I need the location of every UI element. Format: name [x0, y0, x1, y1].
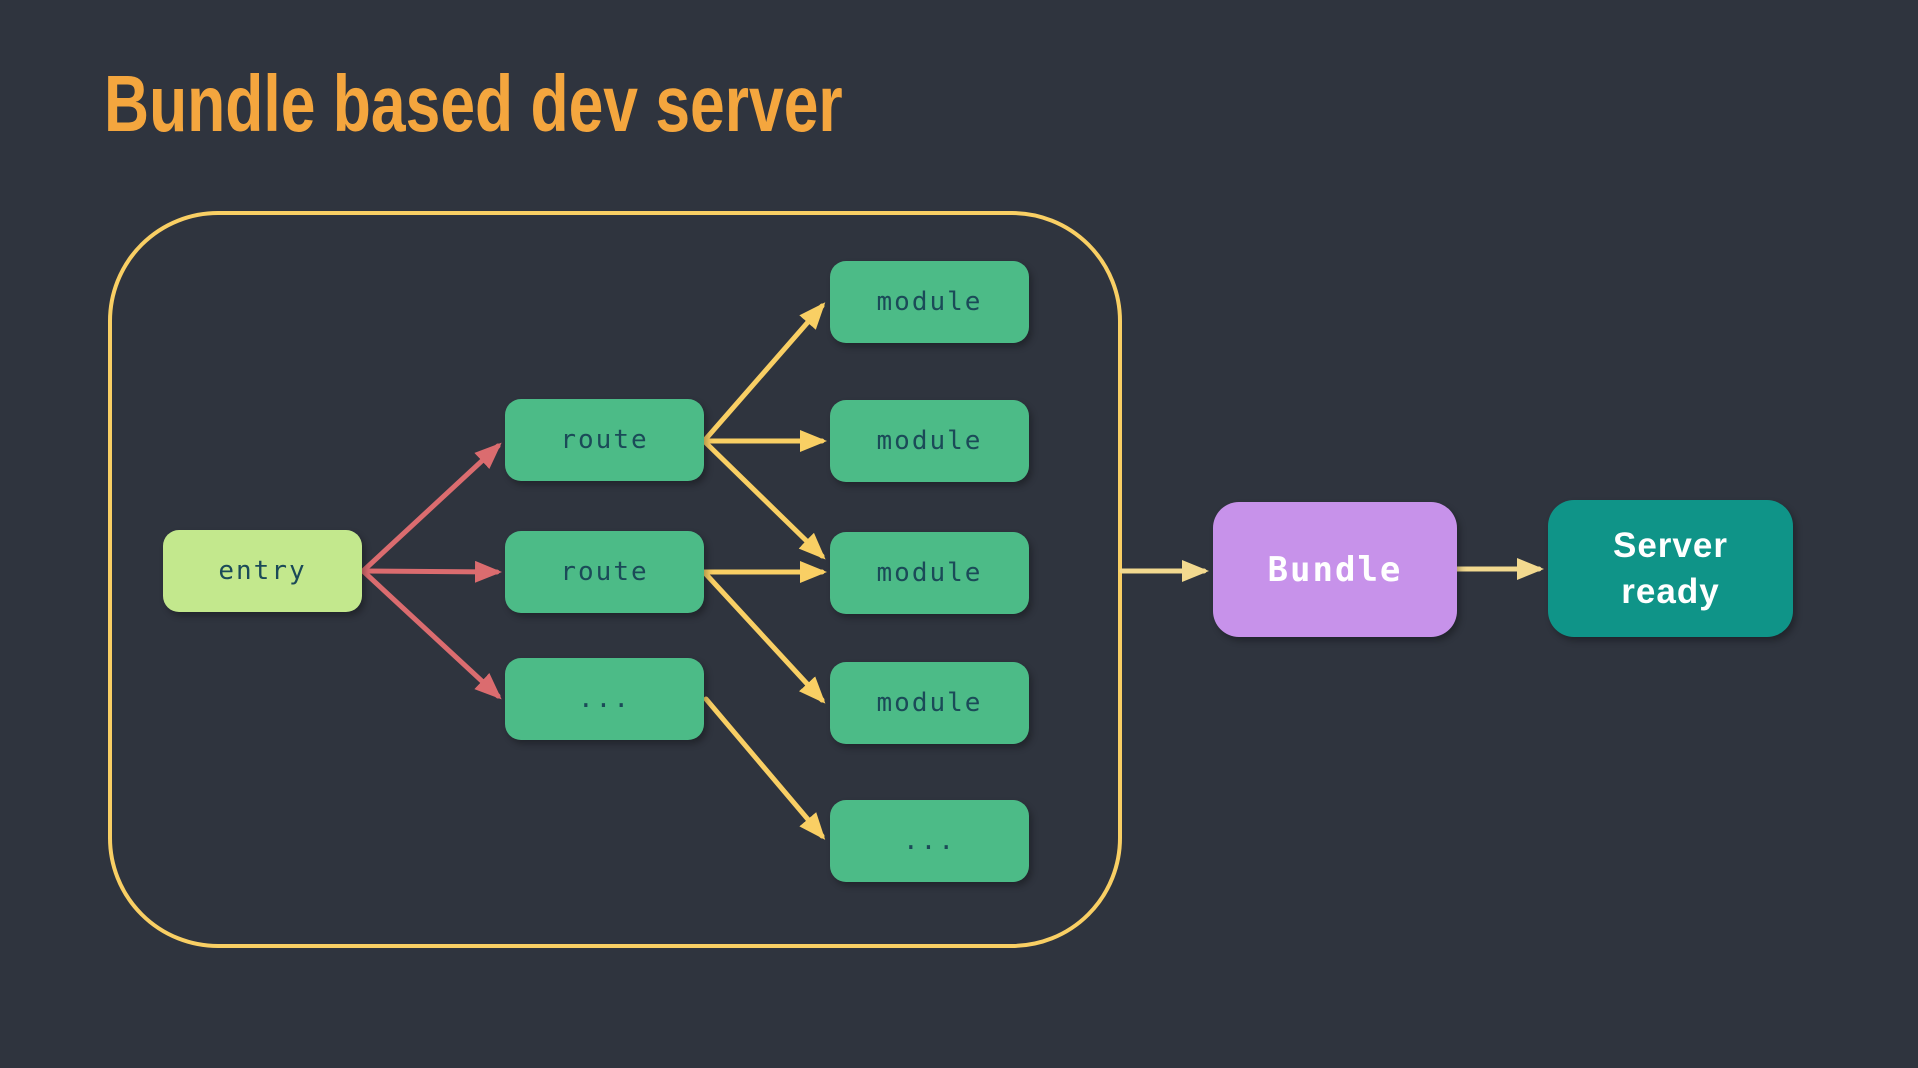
node-route-1-label: route	[560, 425, 649, 455]
edge-route1-module1	[701, 302, 826, 444]
edge-entry-more-routes	[360, 568, 502, 700]
node-route-2-label: route	[560, 557, 649, 587]
node-more-modules-label: ...	[903, 826, 956, 856]
node-module-1-label: module	[876, 287, 983, 317]
node-entry-label: entry	[218, 556, 307, 586]
edge-more-routes-more-modules	[703, 696, 826, 840]
node-module-2: module	[830, 400, 1029, 482]
graph-container-outline	[108, 211, 1122, 948]
node-server-ready: Server ready	[1548, 500, 1793, 637]
edge-entry-route1	[360, 442, 502, 574]
node-server-ready-label: Server ready	[1613, 526, 1728, 611]
edge-route1-module3	[701, 438, 826, 560]
node-module-4-label: module	[876, 688, 983, 718]
node-entry: entry	[163, 530, 362, 612]
node-module-3: module	[830, 532, 1029, 614]
node-module-4: module	[830, 662, 1029, 744]
edge-entry-route2	[360, 560, 502, 583]
node-route-2: route	[505, 531, 704, 613]
node-module-3-label: module	[876, 558, 983, 588]
node-bundle-label: Bundle	[1267, 549, 1403, 590]
node-module-1: module	[830, 261, 1029, 343]
node-route-1: route	[505, 399, 704, 481]
node-more-routes: ...	[505, 658, 704, 740]
edge-route2-module4	[701, 569, 826, 704]
node-bundle: Bundle	[1213, 502, 1457, 637]
node-module-2-label: module	[876, 426, 983, 456]
page-title: Bundle based dev server	[104, 59, 843, 148]
node-more-routes-label: ...	[578, 684, 631, 714]
node-more-modules: ...	[830, 800, 1029, 882]
